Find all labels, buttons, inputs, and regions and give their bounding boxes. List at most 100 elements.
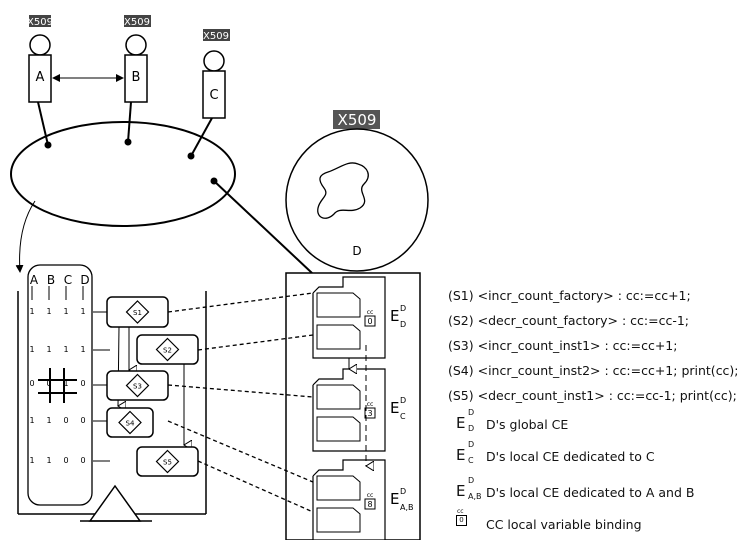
statement-diamond — [155, 449, 180, 474]
legend-statement-s1: (S1) <incr_count_factory> : cc:=cc+1; — [448, 288, 691, 303]
legend-statement-s4: (S4) <incr_count_inst2> : cc:=cc+1; prin… — [448, 363, 739, 378]
environment-symbol: E — [390, 307, 399, 325]
environment-target: D — [400, 320, 406, 329]
environment-symbol: E — [390, 490, 399, 508]
matrix-header: D — [80, 273, 89, 287]
statement-diamond — [118, 410, 142, 435]
agent-a-head — [29, 34, 51, 56]
statement-node-s1: S1 — [106, 296, 169, 328]
matrix-cell: 1 — [63, 345, 68, 354]
matrix-cell: 1 — [63, 379, 68, 388]
cc-label: cc — [367, 401, 374, 408]
environment-owner: D — [400, 304, 406, 313]
legend-def-global-ce: D's global CE — [486, 417, 569, 432]
matrix-cell: 0 — [80, 416, 85, 425]
agent-a-body — [28, 54, 52, 103]
agent-a-port — [44, 141, 52, 149]
matrix-header: B — [47, 273, 55, 287]
svg-text:X509: X509 — [338, 111, 377, 129]
matrix-cell: 1 — [29, 345, 34, 354]
statement-node-s3: S3 — [106, 370, 169, 401]
matrix-grid: ABCD11111111001011001100 — [29, 273, 89, 465]
medium-ellipse — [10, 121, 236, 227]
statement-node-s2: S2 — [136, 334, 199, 365]
environment-symbol: E — [390, 399, 399, 417]
statement-id: S1 — [133, 309, 142, 317]
statement-id: S5 — [163, 459, 172, 467]
matrix-cell: 1 — [80, 307, 85, 316]
agent-a-label: A — [36, 70, 45, 85]
cc-value: 0 — [367, 317, 372, 326]
x509-tag-b — [124, 15, 151, 27]
environment-target: A,B — [400, 503, 414, 512]
environment-document — [316, 292, 361, 318]
matrix-cell: 1 — [29, 307, 34, 316]
binding-lines — [167, 292, 314, 513]
environment-document — [316, 384, 361, 410]
matrix-cell: 1 — [46, 456, 51, 465]
agent-b-label: B — [132, 70, 141, 85]
binding-s3 — [167, 384, 314, 398]
agent-b: X509 B — [124, 15, 151, 146]
statement-diamond — [125, 300, 150, 324]
cc-label: cc — [367, 309, 374, 316]
agent-c-port — [187, 152, 195, 160]
matrix-cell: 1 — [80, 345, 85, 354]
agent-c-head — [203, 50, 225, 72]
row-connectors — [93, 311, 110, 462]
environment-owner: D — [400, 487, 406, 496]
matrix-cell: 1 — [29, 456, 34, 465]
matrix-cell: 0 — [29, 379, 34, 388]
environment-target: C — [400, 412, 406, 421]
x509-tag-a — [29, 15, 51, 27]
matrix-cell: 1 — [46, 307, 51, 316]
matrix-cell: 0 — [80, 379, 85, 388]
svg-text:X509: X509 — [203, 31, 229, 42]
cc-value: 8 — [367, 500, 372, 509]
legend-def-cc-binding: CC local variable binding — [486, 517, 642, 532]
x509-tag-c — [203, 29, 230, 41]
legend: (S1) <incr_count_factory> : cc:=cc+1; (S… — [448, 282, 744, 540]
matrix-cross — [38, 368, 77, 403]
matrix-box — [27, 264, 93, 506]
agent-d-circle — [285, 128, 429, 272]
statement-id: S2 — [163, 347, 172, 355]
factory-stand — [88, 484, 142, 522]
matrix-cell: 0 — [63, 456, 68, 465]
binding-s4 — [167, 420, 314, 483]
legend-statement-s5: (S5) <decr_count_inst1> : cc:=cc-1; prin… — [448, 388, 737, 403]
agent-d-label: D — [352, 244, 361, 258]
agent-c-label: C — [209, 88, 218, 103]
legend-statement-s2: (S2) <decr_count_factory> : cc:=cc-1; — [448, 313, 689, 328]
cc-value: 3 — [367, 409, 372, 418]
statement-diamond — [125, 373, 150, 398]
x509-tag-d — [333, 110, 380, 129]
environment-document — [316, 416, 361, 442]
legend-def-local-ce-c: D's local CE dedicated to C — [486, 449, 655, 464]
matrix-cell: 1 — [46, 416, 51, 425]
agent-a: X509 A — [27, 15, 53, 149]
statement-node-s4: S4 — [106, 407, 154, 438]
cc-binding-box — [364, 498, 376, 510]
statement-diamond — [155, 337, 180, 362]
cc-binding-box — [364, 315, 376, 327]
matrix-cell: 0 — [80, 456, 85, 465]
matrix-header: A — [30, 273, 39, 287]
matrix-cell: 0 — [63, 416, 68, 425]
agent-c-body — [202, 70, 226, 119]
matrix-cell: 1 — [63, 307, 68, 316]
environment-owner: D — [400, 396, 406, 405]
medium-to-factory-arrow — [15, 200, 36, 273]
agent-b-head — [125, 34, 147, 56]
statement-id: S3 — [133, 383, 142, 391]
legend-statement-s3: (S3) <incr_count_inst1> : cc:=cc+1; — [448, 338, 678, 353]
svg-text:X509: X509 — [124, 17, 150, 28]
agent-d-blob — [317, 162, 369, 219]
cc-label: cc — [367, 492, 374, 499]
